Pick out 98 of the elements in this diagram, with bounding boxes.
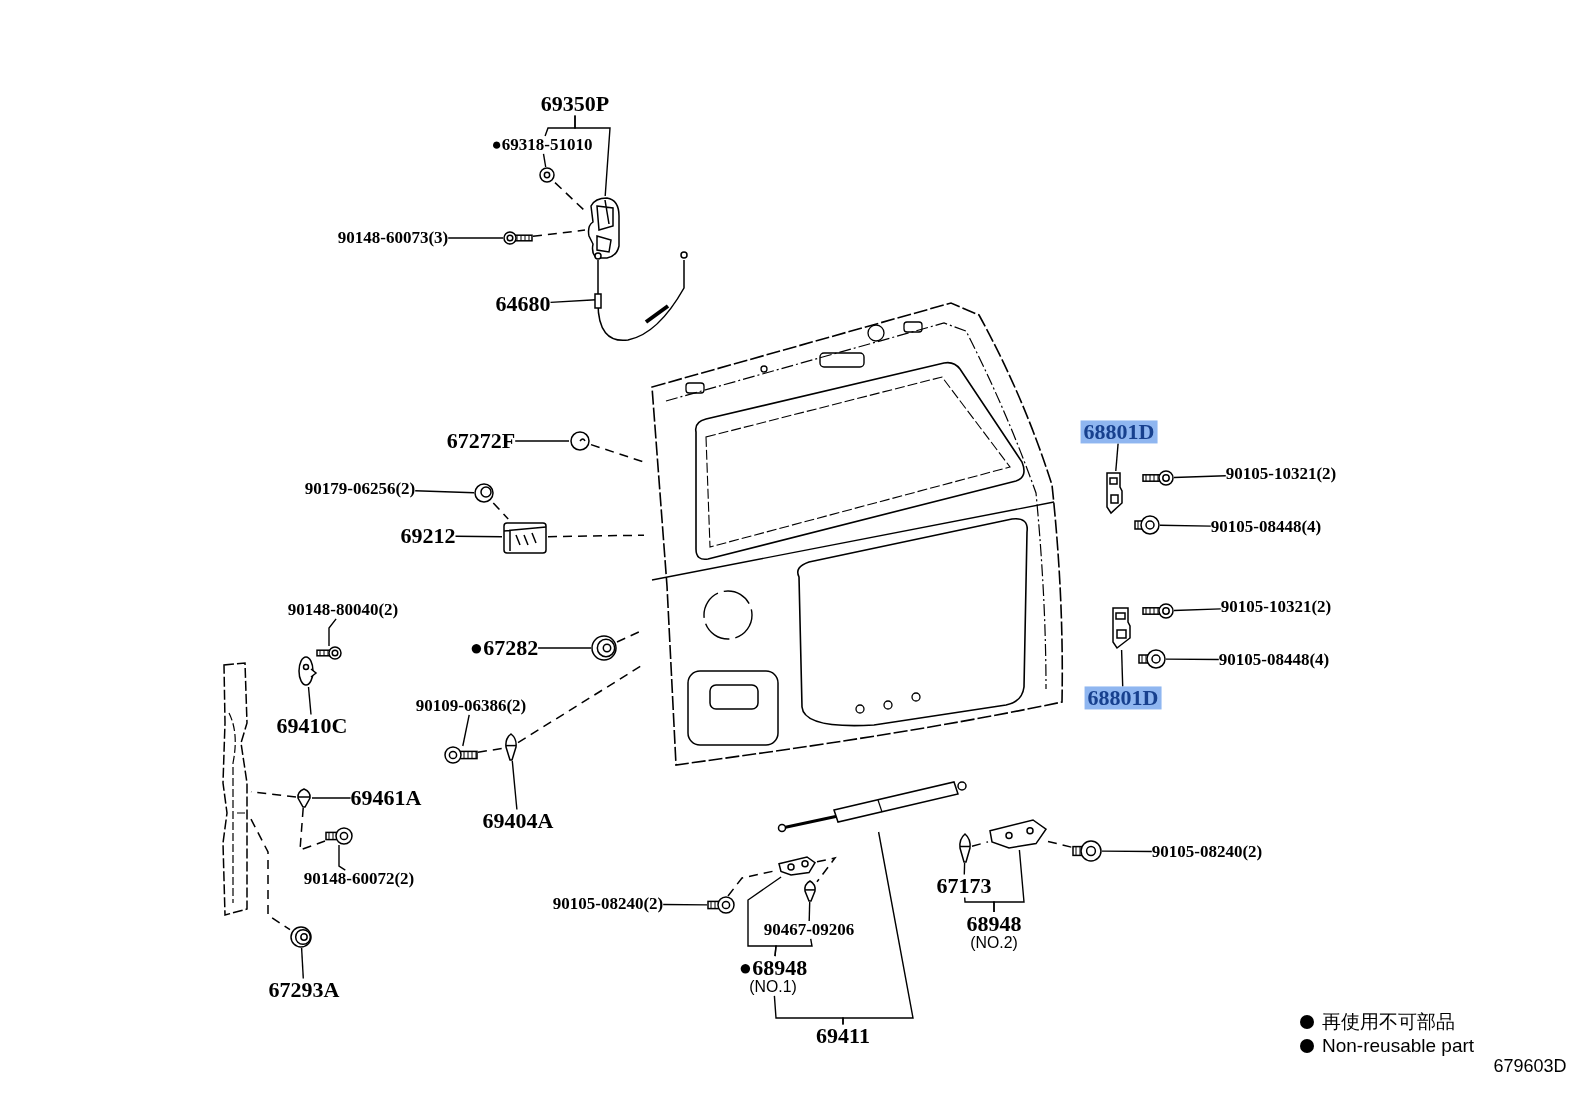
switch-drawing	[502, 519, 548, 555]
leader-line	[1173, 475, 1227, 479]
part-number: 90105-08448(4)	[1218, 651, 1330, 669]
leader-line	[300, 947, 304, 980]
nut-drawing	[474, 483, 494, 503]
assembly-line	[1047, 840, 1073, 849]
part-number: 69411	[816, 1024, 870, 1048]
leader-line	[1173, 608, 1222, 612]
part-number: 90179-06256(2)	[304, 480, 416, 498]
bracket-drawing	[777, 855, 817, 877]
leader-line	[1101, 850, 1153, 853]
part-note: (NO.1)	[748, 979, 798, 996]
part-number: 90148-80040(2)	[287, 601, 399, 619]
washer-drawing	[539, 167, 555, 183]
part-number: 67293A	[268, 978, 340, 1002]
part-number: 90105-08240(2)	[1151, 843, 1263, 861]
latch-drawing	[585, 196, 621, 260]
leader-line	[1165, 658, 1220, 661]
part-number: 69350P	[540, 92, 610, 116]
part-number: 90148-60073(3)	[337, 229, 449, 247]
leader-line	[514, 440, 570, 442]
assembly-line	[816, 856, 837, 883]
part-number: ●67282	[469, 636, 539, 660]
part-number: 69404A	[482, 809, 554, 833]
leader-line	[549, 299, 597, 304]
part-number: 90109-06386(2)	[415, 697, 527, 715]
bolt-drawing	[1138, 649, 1166, 669]
part-number: 69410C	[276, 714, 348, 738]
bolt-drawing	[707, 896, 735, 914]
leader-line	[662, 903, 708, 906]
leader-line	[462, 714, 470, 747]
clip-drawing	[803, 880, 817, 902]
part-number: 69461A	[350, 786, 422, 810]
leader-line	[542, 153, 547, 168]
part-number: 67272F	[446, 429, 516, 453]
assembly-line	[554, 181, 586, 212]
clip-drawing	[958, 833, 972, 863]
part-number: 67173	[936, 874, 992, 898]
part-number: 90105-10321(2)	[1220, 598, 1332, 616]
clip-drawing	[569, 431, 591, 451]
part-number: 90467-09206	[763, 921, 855, 939]
part-number: 90105-10321(2)	[1225, 465, 1337, 483]
part-number: 90105-08240(2)	[552, 895, 664, 913]
bolt-drawing	[1134, 515, 1160, 535]
bolt-drawing	[316, 646, 342, 660]
drawing-number: 679603D	[1493, 1055, 1567, 1077]
part-number: ●69318-51010	[491, 136, 593, 154]
leader-line	[328, 618, 337, 647]
leader-line	[447, 237, 504, 239]
leader-line	[511, 760, 518, 811]
legend-text: 再使用不可部品	[1322, 1010, 1455, 1034]
leader-line	[454, 535, 503, 538]
part-number: 69212	[400, 524, 456, 548]
bolt-drawing	[503, 231, 533, 245]
legend-text: Non-reusable part	[1322, 1035, 1475, 1057]
side-panel-drawing	[221, 663, 251, 917]
leader-line	[537, 647, 592, 649]
leader-line	[808, 901, 811, 922]
grommet-drawing	[591, 635, 617, 661]
part-number: ●68948	[738, 956, 808, 980]
bolt-drawing	[1142, 470, 1174, 486]
striker-drawing	[297, 655, 317, 687]
assembly-line	[590, 443, 645, 463]
bracket-drawing	[988, 818, 1048, 850]
part-number: 68948	[966, 912, 1022, 936]
assembly-line	[250, 818, 291, 931]
bolt-drawing	[1072, 840, 1102, 862]
leader-line	[993, 849, 1025, 913]
part-number: 90148-60072(2)	[303, 870, 415, 888]
part-note: (NO.2)	[969, 935, 1019, 952]
clip-drawing	[296, 788, 312, 808]
leader-line	[414, 490, 475, 494]
leader-line	[307, 686, 312, 716]
leader-line	[842, 831, 914, 1026]
leader-line	[544, 114, 576, 137]
part-number: 64680	[495, 292, 551, 316]
hinge-drawing	[1105, 471, 1123, 515]
part-number: 90105-08448(4)	[1210, 518, 1322, 536]
bolt-drawing	[1142, 603, 1174, 619]
assembly-line	[299, 807, 326, 852]
leader-line	[1120, 649, 1124, 688]
assembly-line	[547, 534, 645, 538]
assembly-line	[971, 841, 989, 847]
leader-line	[1159, 524, 1212, 527]
hinge-drawing	[1111, 606, 1131, 650]
leader-line	[1115, 442, 1119, 472]
assembly-line	[492, 502, 509, 520]
part-number: 68801D	[1084, 686, 1162, 710]
leader-line	[338, 844, 346, 871]
clip-drawing	[504, 733, 518, 761]
bolt-drawing	[444, 746, 478, 764]
assembly-line	[532, 229, 586, 237]
assembly-line	[477, 747, 505, 754]
bolt-drawing	[325, 827, 353, 845]
leader-line	[311, 797, 352, 799]
leader-line	[774, 938, 813, 957]
grommet-drawing	[290, 926, 312, 948]
part-number: 68801D	[1080, 420, 1158, 444]
